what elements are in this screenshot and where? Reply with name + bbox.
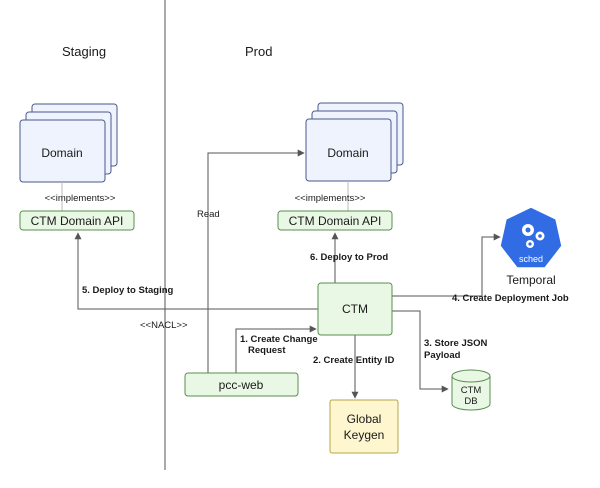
ctm-label: CTM [342, 302, 368, 316]
ctm-db-label-1: CTM [461, 385, 482, 396]
ctm-db-label-2: DB [464, 396, 477, 407]
create-change-label-2: Request [248, 345, 286, 356]
prod-implements-label: <<implements>> [295, 193, 366, 204]
read-edge [207, 149, 305, 373]
pcc-web-label: pcc-web [219, 378, 264, 392]
prod-ctm-domain-api: CTM Domain API [277, 210, 393, 231]
prod-ctm-domain-api-label: CTM Domain API [289, 214, 382, 228]
store-json-label-1: 3. Store JSON [424, 338, 487, 349]
pcc-web-node: pcc-web [184, 372, 299, 397]
staging-ctm-domain-api-label: CTM Domain API [31, 214, 124, 228]
temporal-sched-icon: sched [499, 206, 563, 269]
keygen-label-2: Keygen [344, 428, 385, 442]
create-entity-label: 2. Create Entity ID [313, 355, 394, 366]
create-job-edge [392, 233, 501, 297]
deploy-staging-label: 5. Deploy to Staging [82, 285, 174, 296]
deploy-prod-label: 6. Deploy to Prod [310, 252, 388, 263]
create-change-label-1: 1. Create Change [240, 334, 318, 345]
ctm-db-cylinder: CTM DB [451, 369, 491, 411]
deploy-staging-edge [74, 232, 318, 310]
prod-domain-stack: Domain [305, 102, 404, 182]
section-title-staging: Staging [62, 44, 106, 59]
keygen-label-1: Global [347, 412, 382, 426]
create-job-label: 4. Create Deployment Job [452, 293, 569, 304]
ctm-node: CTM [317, 282, 393, 336]
section-title-prod: Prod [245, 44, 272, 59]
create-change-edge [235, 325, 317, 373]
store-json-edge [392, 310, 449, 393]
temporal-badge-label: sched [519, 254, 543, 264]
nacl-label: <<NACL>> [140, 320, 188, 331]
read-label: Read [197, 209, 220, 220]
staging-implements-label: <<implements>> [45, 193, 116, 204]
global-keygen-node: Global Keygen [329, 399, 399, 454]
prod-domain-label: Domain [327, 146, 368, 160]
staging-domain-stack: Domain [19, 103, 118, 183]
staging-ctm-domain-api: CTM Domain API [19, 210, 135, 231]
store-json-label-2: Payload [424, 350, 461, 361]
staging-domain-label: Domain [41, 146, 82, 160]
temporal-label: Temporal [506, 273, 555, 287]
